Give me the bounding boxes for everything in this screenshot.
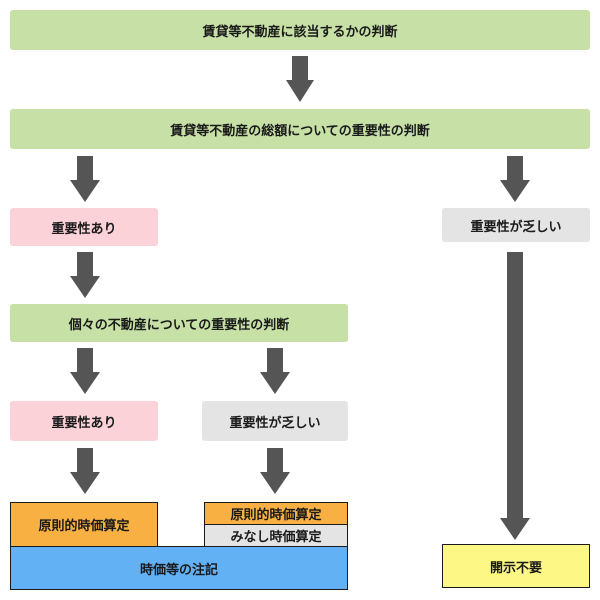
decision-total-amount-significance: 賃貸等不動産の総額についての重要性の判断 [10,109,590,149]
deemed-valuation: みなし時価算定 [204,524,348,547]
fair-value-note: 時価等の注記 [10,546,348,590]
insignificant-individual: 重要性が乏しい [202,401,348,441]
decision-real-estate-applicability: 賃貸等不動産に該当するかの判断 [10,10,590,50]
arrow-high2-to-principle1 [70,448,100,494]
arrow-q2-to-high1 [70,156,100,202]
principle-valuation-insignificant: 原則的時価算定 [204,502,348,525]
arrow-q3-to-low2 [260,348,290,394]
principle-valuation-significant: 原則的時価算定 [10,502,158,547]
insignificant-total: 重要性が乏しい [442,208,590,242]
significant-total: 重要性あり [10,208,158,246]
arrow-q3-to-high2 [70,348,100,394]
no-disclosure-required: 開示不要 [442,544,590,588]
arrow-low1-to-no-disclosure [500,252,530,540]
arrow-q2-to-low1 [500,156,530,202]
arrow-q1-to-q2 [286,56,314,102]
significant-individual: 重要性あり [10,401,158,441]
arrow-low2-to-valuation [260,448,290,494]
arrow-high1-to-q3 [70,252,100,298]
decision-individual-significance: 個々の不動産についての重要性の判断 [10,304,348,342]
